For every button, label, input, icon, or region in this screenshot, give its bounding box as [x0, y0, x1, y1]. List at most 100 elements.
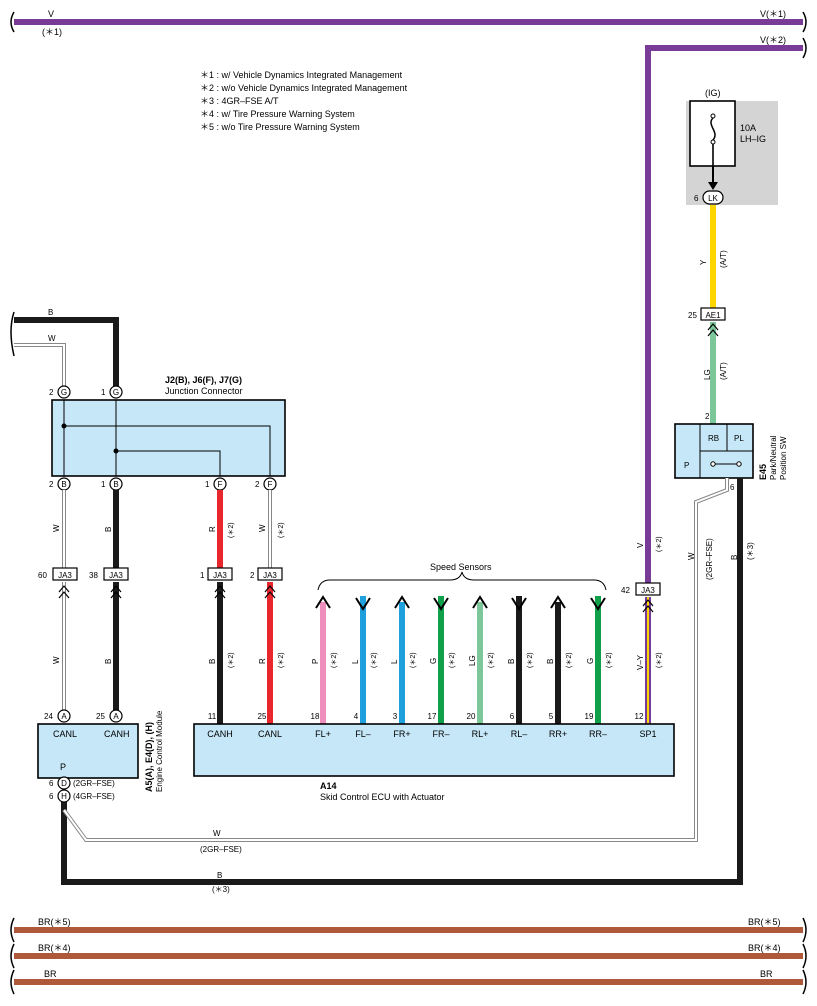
ae1-connector: AE1 25: [688, 307, 726, 321]
svg-text:(＊2): (＊2): [331, 652, 338, 668]
svg-text:12: 12: [635, 712, 644, 721]
svg-text:24: 24: [44, 712, 53, 721]
svg-text:RR+: RR+: [549, 729, 567, 739]
skid-name: Skid Control ECU with Actuator: [320, 792, 445, 802]
svg-text:1: 1: [101, 480, 106, 489]
svg-text:(A/T): (A/T): [719, 250, 728, 268]
wire-lg-at: LG (A/T): [703, 322, 728, 424]
svg-text:G: G: [586, 658, 595, 664]
junction-connector: J2(B), J6(F), J7(G) Junction Connector G…: [49, 375, 286, 491]
svg-text:G: G: [113, 388, 119, 397]
ja3-42: JA3 42: [621, 582, 661, 596]
svg-text:FR+: FR+: [393, 729, 410, 739]
svg-text:RB: RB: [708, 434, 719, 443]
bus2-right-label: V(＊2): [760, 35, 786, 45]
svg-text:B: B: [507, 659, 516, 664]
ecm-name: Engine Control Module: [155, 710, 164, 792]
svg-text:CANL: CANL: [258, 729, 282, 739]
ja3-38: JA3 38: [89, 567, 129, 581]
e45-park-neutral-switch: RB PL P 2 6 E45 Park/Neutral Position SW: [674, 412, 788, 492]
svg-text:W: W: [687, 552, 696, 560]
svg-text:RL+: RL+: [472, 729, 489, 739]
svg-text:6: 6: [730, 483, 735, 492]
svg-text:6: 6: [49, 792, 54, 801]
fuse-block: (IG) 10A LH–IG LK 6: [686, 88, 778, 205]
svg-text:Park/Neutral: Park/Neutral: [769, 435, 778, 480]
svg-text:42: 42: [621, 586, 630, 595]
svg-text:2: 2: [255, 480, 260, 489]
svg-text:G: G: [61, 388, 67, 397]
svg-text:R: R: [208, 526, 217, 532]
svg-text:W: W: [52, 524, 61, 532]
svg-text:25: 25: [258, 712, 267, 721]
br-bus: BR(＊5) BR(＊5) BR(＊4) BR(＊4) BR BR: [10, 917, 807, 995]
skid-control-ecu: A14 Skid Control ECU with Actuator 11 CA…: [193, 712, 675, 802]
svg-text:FL+: FL+: [315, 729, 331, 739]
svg-text:Y: Y: [699, 259, 708, 265]
note-1: ＊1 : w/ Vehicle Dynamics Integrated Mana…: [200, 70, 403, 80]
ecm-code: A5(A), E4(D), (H): [144, 722, 154, 792]
svg-text:B: B: [217, 871, 222, 880]
svg-text:CANL: CANL: [53, 729, 77, 739]
svg-text:(＊2): (＊2): [278, 522, 285, 538]
note-3: ＊3 : 4GR–FSE A/T: [200, 96, 279, 106]
svg-text:1: 1: [101, 388, 106, 397]
svg-text:18: 18: [311, 712, 320, 721]
ja3-1: JA3 1: [200, 567, 233, 581]
svg-text:(＊3): (＊3): [212, 885, 230, 894]
skid-code: A14: [320, 781, 337, 791]
svg-text:CANH: CANH: [207, 729, 233, 739]
svg-text:(4GR–FSE): (4GR–FSE): [73, 792, 115, 801]
note-5: ＊5 : w/o Tire Pressure Warning System: [200, 122, 360, 132]
svg-text:JA3: JA3: [641, 586, 655, 595]
svg-text:(＊2): (＊2): [527, 652, 534, 668]
svg-text:CANH: CANH: [104, 729, 130, 739]
svg-text:60: 60: [38, 571, 47, 580]
svg-text:2: 2: [49, 480, 54, 489]
svg-text:F: F: [268, 480, 273, 489]
svg-text:BR: BR: [760, 969, 773, 979]
svg-text:A: A: [61, 712, 67, 721]
svg-text:R: R: [258, 658, 267, 664]
svg-text:17: 17: [428, 712, 437, 721]
e45-wires: W (2GR–FSE) B (＊3) W (2GR–FSE) B (＊3): [61, 478, 755, 894]
svg-text:SP1: SP1: [639, 729, 656, 739]
ja3-2: JA3 2: [250, 567, 283, 581]
left-input-wires: B W: [10, 308, 119, 386]
svg-text:20: 20: [467, 712, 476, 721]
speed-sensors-label: Speed Sensors: [430, 562, 492, 572]
svg-text:AE1: AE1: [705, 311, 721, 320]
svg-text:B: B: [48, 308, 53, 317]
svg-text:JA3: JA3: [263, 571, 277, 580]
svg-text:LK: LK: [708, 194, 718, 203]
svg-text:P: P: [684, 461, 689, 470]
svg-text:B: B: [104, 527, 113, 532]
note-2: ＊2 : w/o Vehicle Dynamics Integrated Man…: [200, 83, 408, 93]
svg-text:4: 4: [354, 712, 359, 721]
svg-text:(A/T): (A/T): [719, 362, 728, 380]
svg-text:G: G: [429, 658, 438, 664]
svg-text:BR(＊4): BR(＊4): [38, 943, 71, 953]
svg-text:19: 19: [585, 712, 594, 721]
lower-wires-skid: B (＊2) R (＊2) V–Y (＊2): [208, 582, 663, 724]
svg-text:D: D: [61, 779, 67, 788]
svg-text:FL–: FL–: [355, 729, 371, 739]
svg-text:6: 6: [510, 712, 515, 721]
svg-text:Position SW: Position SW: [779, 436, 788, 480]
top-bus-left-label: V: [48, 9, 54, 19]
wire-y-at: Y (A/T): [699, 205, 728, 308]
svg-text:(＊2): (＊2): [278, 652, 285, 668]
svg-text:V–Y: V–Y: [636, 654, 645, 670]
lk-connector: [702, 190, 724, 205]
svg-text:JA3: JA3: [109, 571, 123, 580]
fuse-ig-label: (IG): [705, 88, 721, 98]
upper-wires: W B R (＊2) W (＊2) V (＊2): [52, 490, 663, 568]
svg-text:B: B: [61, 480, 66, 489]
junction-subtitle: Junction Connector: [165, 386, 243, 396]
svg-text:(＊2): (＊2): [449, 652, 456, 668]
svg-text:LG: LG: [703, 369, 712, 380]
svg-text:A: A: [113, 712, 119, 721]
svg-text:BR(＊5): BR(＊5): [38, 917, 71, 927]
svg-text:W: W: [48, 334, 56, 343]
